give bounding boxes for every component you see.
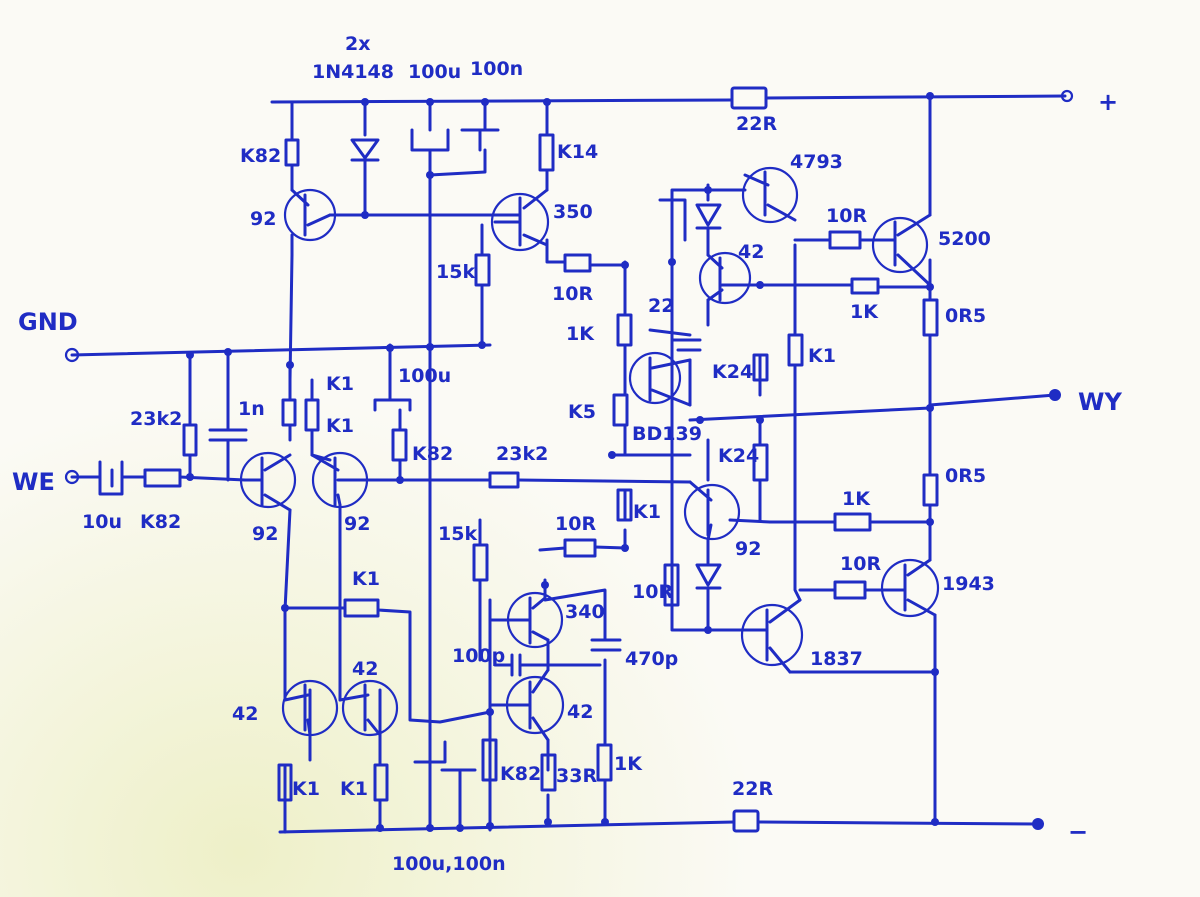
label-r-k24-b: K24 — [718, 445, 759, 467]
label-r-10r-e: 10R — [632, 581, 673, 603]
label-t-92-c: 92 — [735, 538, 761, 560]
label-r-0r5-b: 0R5 — [945, 465, 986, 487]
output-terminal — [1049, 389, 1061, 401]
label-t-92-tl: 92 — [250, 208, 276, 230]
label-c-10u: 10u — [82, 511, 122, 533]
junction-dots — [186, 92, 939, 832]
label-r-k14: K14 — [557, 141, 598, 163]
label-r-k5: K5 — [568, 401, 596, 423]
label-plus: + — [1098, 88, 1118, 116]
label-t-340: 340 — [565, 601, 605, 623]
components — [98, 86, 940, 833]
wires — [70, 94, 1067, 834]
label-r-k82-in: K82 — [140, 511, 181, 533]
label-cap-top1: 100u — [408, 61, 461, 83]
label-r-10r-c: 10R — [555, 513, 596, 535]
label-r-k1-d: K1 — [633, 501, 661, 523]
label-r-k1-e: K1 — [352, 568, 380, 590]
label-r-k24-a: K24 — [712, 361, 753, 383]
label-t-42-d: 42 — [352, 658, 378, 680]
label-t-1837: 1837 — [810, 648, 863, 670]
label-t-5200: 5200 — [938, 228, 991, 250]
label-minus: − — [1068, 818, 1088, 846]
label-c-470p: 470p — [625, 648, 678, 670]
label-t-bd139: BD139 — [632, 423, 702, 445]
label-c-1n: 1n — [238, 398, 265, 420]
label-t-4793: 4793 — [790, 151, 843, 173]
terminals — [64, 89, 1074, 830]
label-diodes-type: 1N4148 — [312, 61, 394, 83]
label-r-k1-a: K1 — [326, 373, 354, 395]
label-c-bottom: 100u,100n — [392, 853, 506, 875]
label-r-15k-a: 15k — [436, 261, 475, 283]
label-gnd: GND — [18, 308, 78, 336]
label-r-k82-tl: K82 — [240, 145, 281, 167]
label-r-1k-b: 1K — [850, 301, 879, 323]
label-r-0r5-a: 0R5 — [945, 305, 986, 327]
label-r-k1-c: K1 — [808, 345, 836, 367]
label-r-15k-b: 15k — [438, 523, 477, 545]
label-t-42-c: 42 — [232, 703, 258, 725]
label-r-k82-mid: K82 — [412, 443, 453, 465]
input-terminal — [64, 469, 80, 485]
label-r-k1-b: K1 — [326, 415, 354, 437]
label-t-42-e: 42 — [567, 701, 593, 723]
label-cap-top2: 100n — [470, 58, 523, 80]
label-r-10r-d: 10R — [840, 553, 881, 575]
label-r-10r-b: 10R — [552, 283, 593, 305]
label-diodes-count: 2x — [345, 33, 370, 55]
label-r-k1-f: K1 — [292, 778, 320, 800]
plus-terminal — [1060, 89, 1074, 103]
label-t-92-b: 92 — [344, 513, 370, 535]
label-r-1k-e: 1K — [614, 753, 643, 775]
label-c-100p: 100p — [452, 645, 505, 667]
label-r-1k-d: 1K — [842, 488, 871, 510]
label-r-10r-a: 10R — [826, 205, 867, 227]
label-r-1k-a: 1K — [566, 323, 595, 345]
minus-terminal — [1032, 818, 1044, 830]
label-c-100u: 100u — [398, 365, 451, 387]
label-t-350: 350 — [553, 201, 593, 223]
label-input: WE — [12, 468, 55, 496]
label-r-23k2-b: 23k2 — [496, 443, 548, 465]
annotations: 2x 1N4148 100u 100n + − GND WE WY 22R 22… — [12, 33, 1122, 875]
label-output: WY — [1078, 388, 1122, 416]
gnd-terminal — [64, 347, 80, 363]
label-t-42-b: 42 — [738, 241, 764, 263]
label-c-22: 22 — [648, 295, 674, 317]
label-r-k82-bot: K82 — [500, 763, 541, 785]
label-r-23k2-a: 23k2 — [130, 408, 182, 430]
label-r-k1-g: K1 — [340, 778, 368, 800]
label-t-1943: 1943 — [942, 573, 995, 595]
label-t-92-a: 92 — [252, 523, 278, 545]
label-r-22r-bot: 22R — [732, 778, 773, 800]
label-r-33r: 33R — [556, 765, 597, 787]
label-r-22r-top: 22R — [736, 113, 777, 135]
